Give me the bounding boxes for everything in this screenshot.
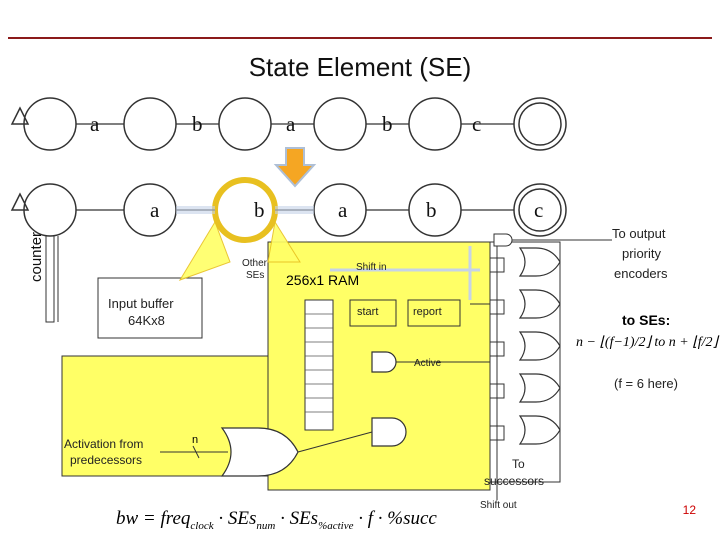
row2-label-5: c xyxy=(534,198,544,222)
row1-label-4: b xyxy=(382,112,393,136)
row2-label-2: b xyxy=(254,198,265,222)
active-label: Active xyxy=(414,358,442,369)
n-label: n xyxy=(192,434,199,446)
ram-label: 256x1 RAM xyxy=(286,272,360,288)
or-gate-stack xyxy=(518,247,561,445)
bandwidth-formula: bw = freqclock · SEsnum · SEs%active · f… xyxy=(116,508,437,532)
input-buffer-box xyxy=(97,277,203,339)
and-gate-output xyxy=(371,417,407,447)
activation-wires xyxy=(160,431,373,459)
zoom-funnel-right xyxy=(267,220,301,263)
zoom-funnel-left xyxy=(178,220,231,281)
output-label-1: To output xyxy=(612,226,666,241)
report-box xyxy=(407,299,461,327)
row2-label-4: b xyxy=(426,198,437,222)
row1-label-1: a xyxy=(90,112,100,136)
to-successors-label-1: To xyxy=(512,457,525,471)
other-ses-label-2: SEs xyxy=(246,270,265,281)
start-box xyxy=(349,299,397,327)
row2-label-3: a xyxy=(338,198,348,222)
ram-column xyxy=(304,299,334,431)
row2-label-1: a xyxy=(150,198,160,222)
start-label: start xyxy=(357,306,379,318)
row2-states xyxy=(23,183,567,237)
counter-label: counter xyxy=(28,231,45,282)
flip-flop-stack xyxy=(489,257,505,441)
other-ses-label-1: Other xyxy=(242,258,268,269)
or-gate-activation xyxy=(220,427,299,477)
to-ses-label: to SEs: xyxy=(622,312,671,328)
to-ses-formula: n − ⌊(f−1)/2⌋ to n + ⌊f/2⌋ xyxy=(576,335,718,350)
highlighted-state xyxy=(212,177,278,243)
output-label-3: encoders xyxy=(614,266,668,281)
input-buffer-label-2: 64Kx8 xyxy=(128,313,165,328)
f-note: (f = 6 here) xyxy=(614,376,678,391)
row1-label-5: c xyxy=(472,112,482,136)
page-number: 12 xyxy=(682,503,696,517)
stack-wires xyxy=(396,239,612,500)
counter-bar xyxy=(45,235,55,323)
row1-start-marker xyxy=(10,106,30,125)
to-successors-label-2: successors xyxy=(484,474,545,488)
page-title: State Element (SE) xyxy=(248,52,472,82)
row1-label-3: a xyxy=(286,112,296,136)
activation-label-1: Activation from xyxy=(64,437,144,451)
ram-cells xyxy=(305,313,333,413)
top-output-gate xyxy=(493,233,513,247)
row1-label-2: b xyxy=(192,112,203,136)
output-label-2: priority xyxy=(622,246,662,261)
activation-label-2: predecessors xyxy=(70,453,143,467)
report-label: report xyxy=(413,306,442,318)
input-buffer-label-1: Input buffer xyxy=(108,296,174,311)
shift-out-label: Shift out xyxy=(480,500,517,511)
and-gate-active xyxy=(371,351,397,373)
focus-arrow xyxy=(273,147,317,188)
or-column-box xyxy=(489,241,561,483)
shift-in-label: Shift in xyxy=(356,262,387,273)
row2-start-marker xyxy=(10,192,30,211)
